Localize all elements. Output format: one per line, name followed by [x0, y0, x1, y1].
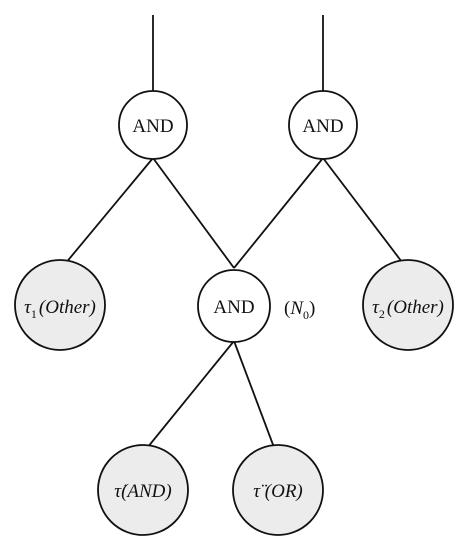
and-node-middle-label: AND — [213, 297, 254, 318]
edge-andright-andmid — [233, 157, 324, 269]
tau-ddot-node: τ̈ (OR) — [232, 444, 324, 536]
tau2-label: τ2(Other) — [372, 297, 444, 321]
n0-subscript: 0 — [303, 308, 309, 322]
edge-andright-tau2 — [322, 157, 409, 271]
and-node-top-left-label: AND — [132, 116, 173, 137]
tau2-text: (Other) — [387, 297, 444, 318]
tau-ddot-label: τ̈ (OR) — [253, 481, 303, 502]
and-node-top-right-label: AND — [302, 116, 343, 137]
edge-andleft-tau1 — [59, 157, 154, 271]
tau-dot-node: τ̇(AND) — [97, 444, 189, 536]
and-node-top-left: AND — [118, 90, 188, 160]
tau-ddot-text: (OR) — [260, 481, 303, 502]
n0-symbol: N — [289, 298, 304, 319]
tau2-subscript: 2 — [379, 307, 385, 321]
tau1-symbol: τ — [24, 297, 32, 318]
tau2-node: τ2(Other) — [362, 259, 454, 351]
tau-dot-text: (AND) — [121, 481, 172, 502]
and-node-middle: AND — [197, 269, 271, 343]
tau1-subscript: 1 — [31, 307, 37, 321]
tau1-text: (Other) — [39, 297, 96, 318]
tau-dot-label: τ̇(AND) — [114, 481, 171, 502]
tau1-label: τ1(Other) — [24, 297, 96, 321]
tau1-node: τ1(Other) — [14, 259, 106, 351]
edge-andmid-tauddot — [233, 340, 276, 451]
tau2-symbol: τ — [372, 297, 380, 318]
and-node-top-right: AND — [288, 90, 358, 160]
n0-annotation: (N0) — [284, 298, 315, 322]
edge-andmid-taudot — [142, 340, 235, 454]
tree-edges — [59, 15, 409, 454]
edge-andleft-andmid — [152, 157, 235, 269]
